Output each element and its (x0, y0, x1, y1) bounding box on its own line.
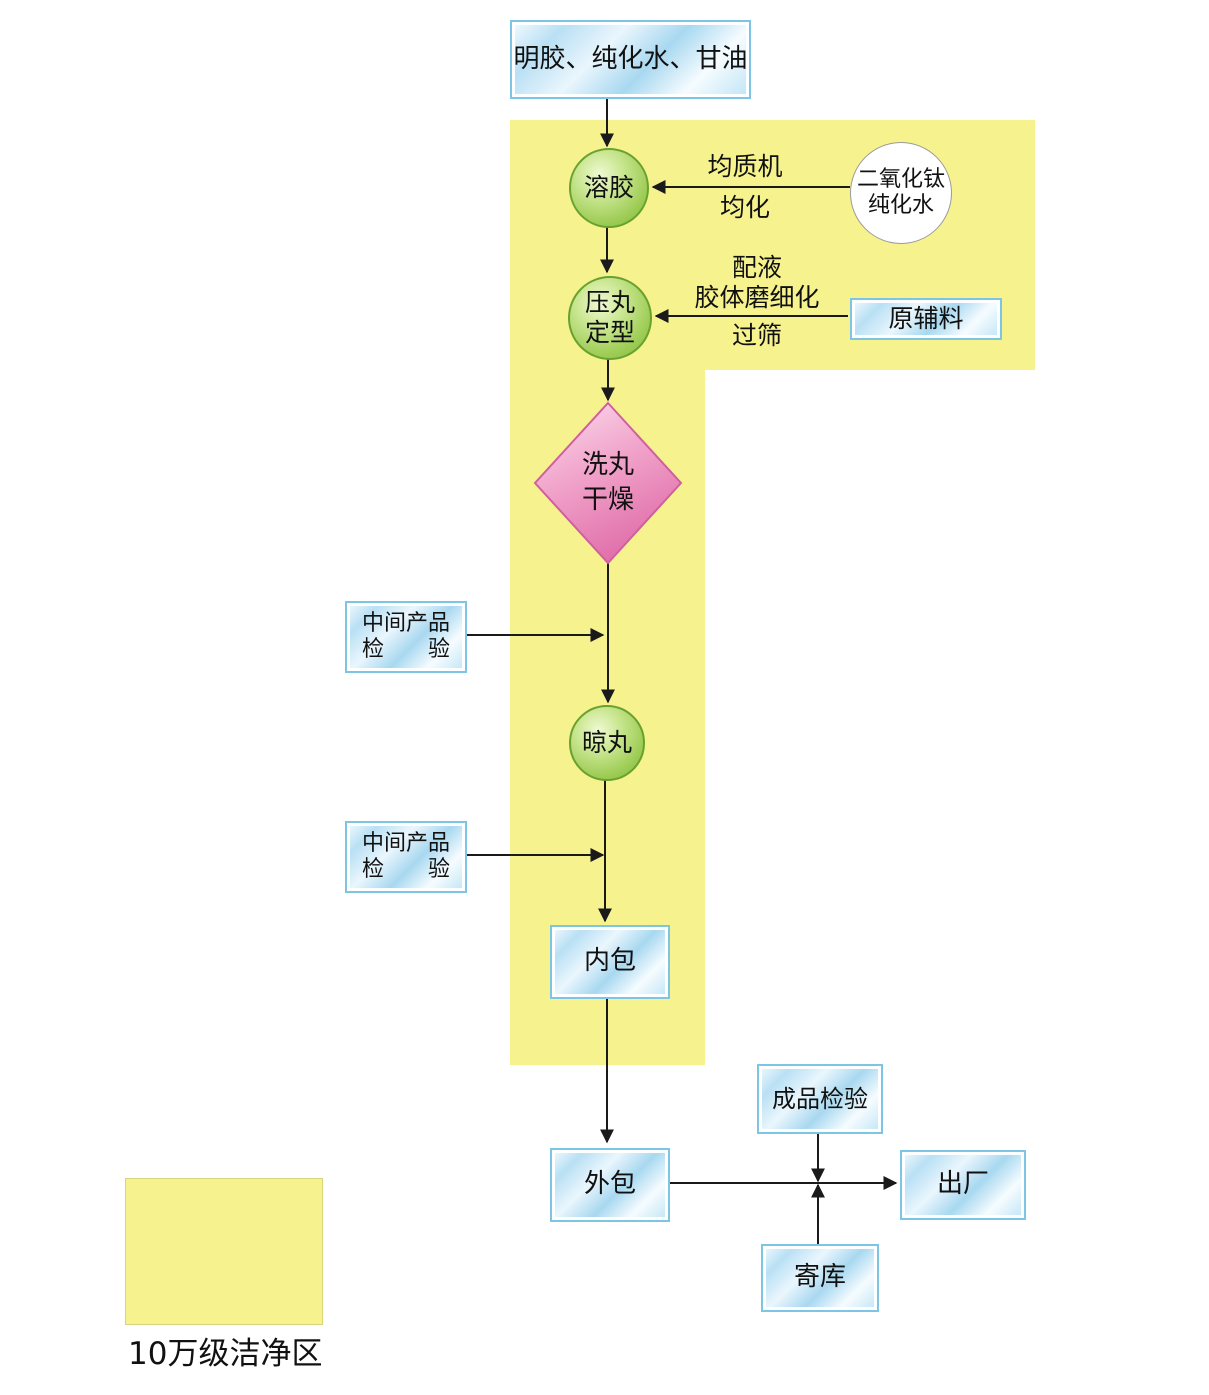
outer-pack-box: 外包 (550, 1148, 670, 1222)
homogenizer-note-line1: 均质机 (660, 152, 830, 182)
tio2-label-line2: 纯化水 (867, 193, 934, 218)
inspection2-line2: 检 验 (361, 857, 450, 882)
inspection2-line1: 中间产品 (361, 830, 450, 856)
air-dry-circle: 晾丸 (569, 705, 645, 781)
wash-dry-label-line2: 干燥 (581, 485, 634, 515)
prep-note-text1: 配液 (731, 253, 782, 282)
inspection1-line1: 中间产品 (361, 610, 450, 636)
inner-pack-label: 内包 (583, 946, 636, 977)
dissolve-label: 溶胶 (583, 173, 634, 202)
inner-pack-box: 内包 (550, 925, 670, 999)
prep-note-text2: 胶体磨细化 (694, 283, 820, 312)
clean-area-legend-swatch (125, 1178, 323, 1325)
raw-materials-box: 原辅料 (850, 298, 1002, 340)
clean-area-region (510, 120, 1035, 1065)
input-materials-box: 明胶、纯化水、甘油 (510, 20, 751, 99)
tio2-label-line1: 二氧化钛 (856, 166, 945, 192)
clean-area-legend-text: 10万级洁净区 (128, 1336, 323, 1372)
clean-area-legend-label: 10万级洁净区 (128, 1328, 488, 1372)
prep-note-line3: 过筛 (657, 321, 857, 350)
dissolve-circle: 溶胶 (569, 148, 649, 228)
homogenizer-note-line2: 均化 (660, 193, 830, 223)
finished-inspection-label: 成品检验 (772, 1084, 868, 1113)
inspection1-line2: 检 验 (361, 637, 450, 662)
input-materials-label: 明胶、纯化水、甘油 (513, 43, 748, 74)
intermediate-inspection-box-2: 中间产品 检 验 (345, 821, 467, 893)
prep-note-line1: 配液 (657, 253, 857, 282)
ship-box: 出厂 (900, 1150, 1026, 1220)
outer-pack-label: 外包 (583, 1169, 636, 1200)
air-dry-label: 晾丸 (581, 728, 632, 757)
press-label-line2: 定型 (584, 318, 635, 347)
wash-dry-label: 洗丸 干燥 (535, 403, 681, 563)
storage-box: 寄库 (761, 1244, 879, 1312)
homogenizer-note-text2: 均化 (719, 193, 770, 222)
finished-inspection-box: 成品检验 (757, 1064, 883, 1134)
homogenizer-note-text1: 均质机 (707, 152, 783, 181)
tio2-circle: 二氧化钛 纯化水 (850, 142, 952, 244)
press-label-line1: 压丸 (584, 288, 635, 317)
raw-materials-label: 原辅料 (888, 304, 964, 333)
connectors (463, 95, 898, 1244)
storage-label: 寄库 (793, 1262, 846, 1293)
prep-note-text3: 过筛 (731, 321, 782, 350)
wash-dry-label-line1: 洗丸 (581, 449, 634, 480)
wash-dry-diamond (533, 401, 683, 565)
ship-label: 出厂 (936, 1169, 989, 1200)
intermediate-inspection-box-1: 中间产品 检 验 (345, 601, 467, 673)
prep-note-line2: 胶体磨细化 (657, 283, 857, 312)
press-shape-circle: 压丸 定型 (568, 276, 652, 360)
